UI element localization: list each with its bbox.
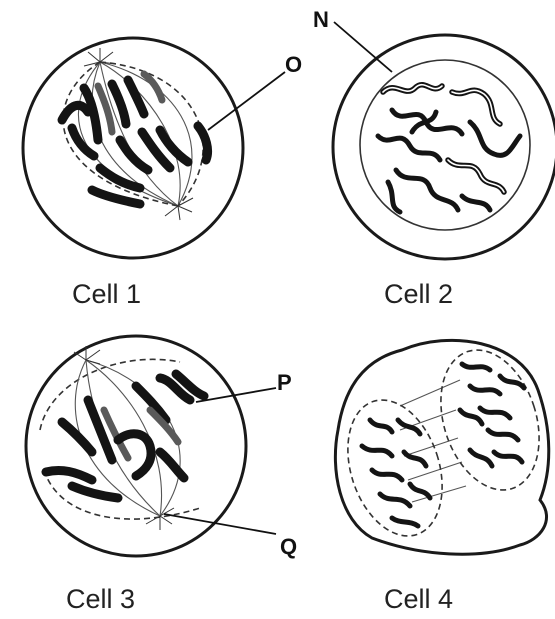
label-N-text: N	[313, 7, 329, 32]
label-O-text: O	[285, 52, 302, 77]
cell-4-caption: Cell 4	[384, 584, 453, 614]
label-Q-text: Q	[280, 534, 297, 559]
label-N-leader	[334, 22, 392, 72]
cell-3-caption: Cell 3	[66, 584, 135, 614]
label-P-text: P	[277, 370, 292, 395]
cell-2-membrane	[333, 35, 555, 259]
cell-1-caption: Cell 1	[72, 279, 141, 309]
cell-2-caption: Cell 2	[384, 279, 453, 309]
cell-1	[23, 38, 243, 258]
cell-2	[333, 35, 555, 259]
cell-4	[332, 337, 555, 554]
label-N: N	[313, 7, 392, 72]
